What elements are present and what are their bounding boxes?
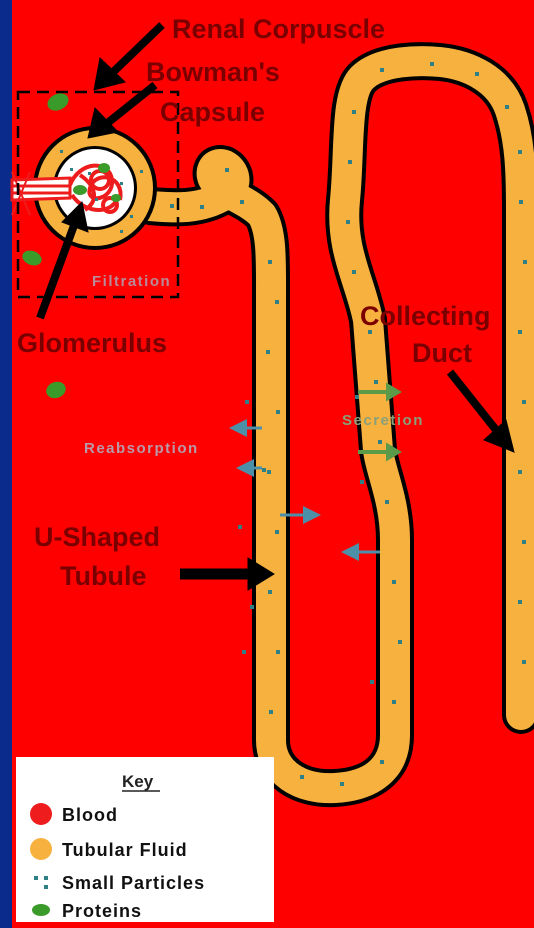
key-legend: Key Blood Tubular Fluid Small Particles … bbox=[16, 757, 274, 922]
key-item-proteins: Proteins bbox=[62, 901, 142, 921]
bowmans-capsule-label-line2: Capsule bbox=[160, 97, 265, 127]
secretion-label: Secretion bbox=[342, 412, 424, 429]
protein-icon bbox=[32, 904, 50, 916]
collecting-duct-label-line2: Duct bbox=[412, 338, 472, 368]
glomerulus-label: Glomerulus bbox=[17, 328, 167, 358]
u-shaped-tubule-label-line2: Tubule bbox=[60, 561, 146, 591]
key-item-tubular-fluid: Tubular Fluid bbox=[62, 840, 188, 860]
reabsorption-label: Reabsorption bbox=[84, 440, 199, 457]
u-shaped-tubule-label-line1: U-Shaped bbox=[34, 522, 160, 552]
key-item-small-particles: Small Particles bbox=[62, 873, 205, 893]
collecting-duct-label-line1: Collecting bbox=[360, 301, 491, 331]
tubular-fluid-swatch-icon bbox=[30, 838, 52, 860]
key-item-blood: Blood bbox=[62, 805, 118, 825]
blood-swatch-icon bbox=[30, 803, 52, 825]
filtration-label: Filtration bbox=[92, 273, 171, 290]
bowmans-capsule-label-line1: Bowman's bbox=[146, 57, 280, 87]
key-title: Key bbox=[122, 772, 154, 791]
renal-corpuscle-label: Renal Corpuscle bbox=[172, 14, 385, 44]
